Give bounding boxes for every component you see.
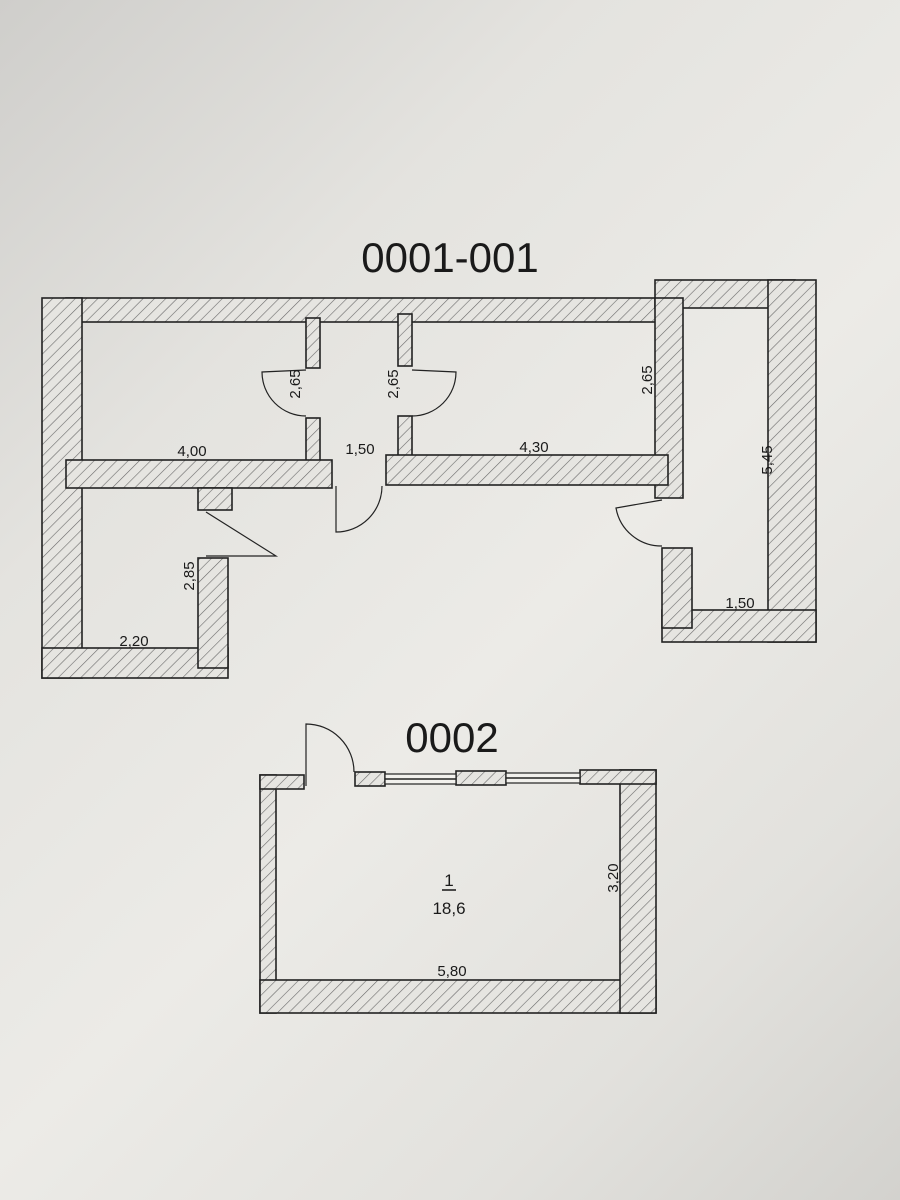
dim-room1-height: 2,65 — [287, 369, 304, 398]
dim-bathroom-width: 2,20 — [119, 633, 148, 650]
wall-middle-right — [385, 454, 669, 486]
wall-corridor-left-lower — [305, 417, 321, 467]
wall-0002-right — [619, 769, 657, 1014]
dim-room2-width: 4,30 — [519, 439, 548, 456]
wall-corridor-right — [397, 313, 413, 367]
dim-closet-height: 5,45 — [759, 445, 776, 474]
wall-0002-pier2 — [455, 770, 507, 786]
room-area: 18,6 — [432, 899, 465, 918]
wall-right — [767, 279, 817, 643]
door-0002 — [305, 723, 355, 786]
wall-closet-left — [661, 547, 693, 629]
dim-0002-height: 3,20 — [605, 863, 622, 892]
wall-bathroom-right — [197, 557, 229, 669]
door-room2 — [411, 369, 457, 417]
door-bathroom — [205, 511, 279, 557]
wall-bottom-left — [41, 647, 229, 679]
wall-middle-left — [65, 459, 333, 489]
dim-room1-width: 4,00 — [177, 443, 206, 460]
plan-0001-001: 0001-001 4,00 1,50 4,30 2,65 2,65 2,65 5… — [41, 234, 817, 679]
wall-0002-pier1 — [354, 771, 386, 787]
dim-corridor-width: 1,50 — [345, 441, 374, 458]
dim-room2-height: 2,65 — [639, 365, 656, 394]
dim-corridor-height: 2,65 — [385, 369, 402, 398]
dim-bathroom-height: 2,85 — [181, 561, 198, 590]
room-number: 1 — [444, 871, 453, 890]
door-closet — [615, 499, 663, 547]
plan-title-0001-001: 0001-001 — [361, 234, 539, 281]
wall-0002-top-left — [259, 774, 305, 790]
wall-0002-pier3 — [579, 769, 657, 785]
dim-0002-width: 5,80 — [437, 963, 466, 980]
door-room1 — [261, 369, 307, 417]
wall-bathroom-top-stub — [197, 487, 233, 511]
plan-title-0002: 0002 — [405, 714, 498, 761]
wall-0002-left — [259, 774, 277, 1014]
wall-top-left — [65, 297, 663, 323]
wall-0002-bottom — [259, 979, 657, 1014]
plan-0002: 0002 1 18,6 3,20 5,80 — [259, 714, 657, 1014]
dim-closet-width: 1,50 — [725, 595, 754, 612]
wall-corridor-left — [305, 317, 321, 369]
door-corridor — [335, 485, 383, 533]
